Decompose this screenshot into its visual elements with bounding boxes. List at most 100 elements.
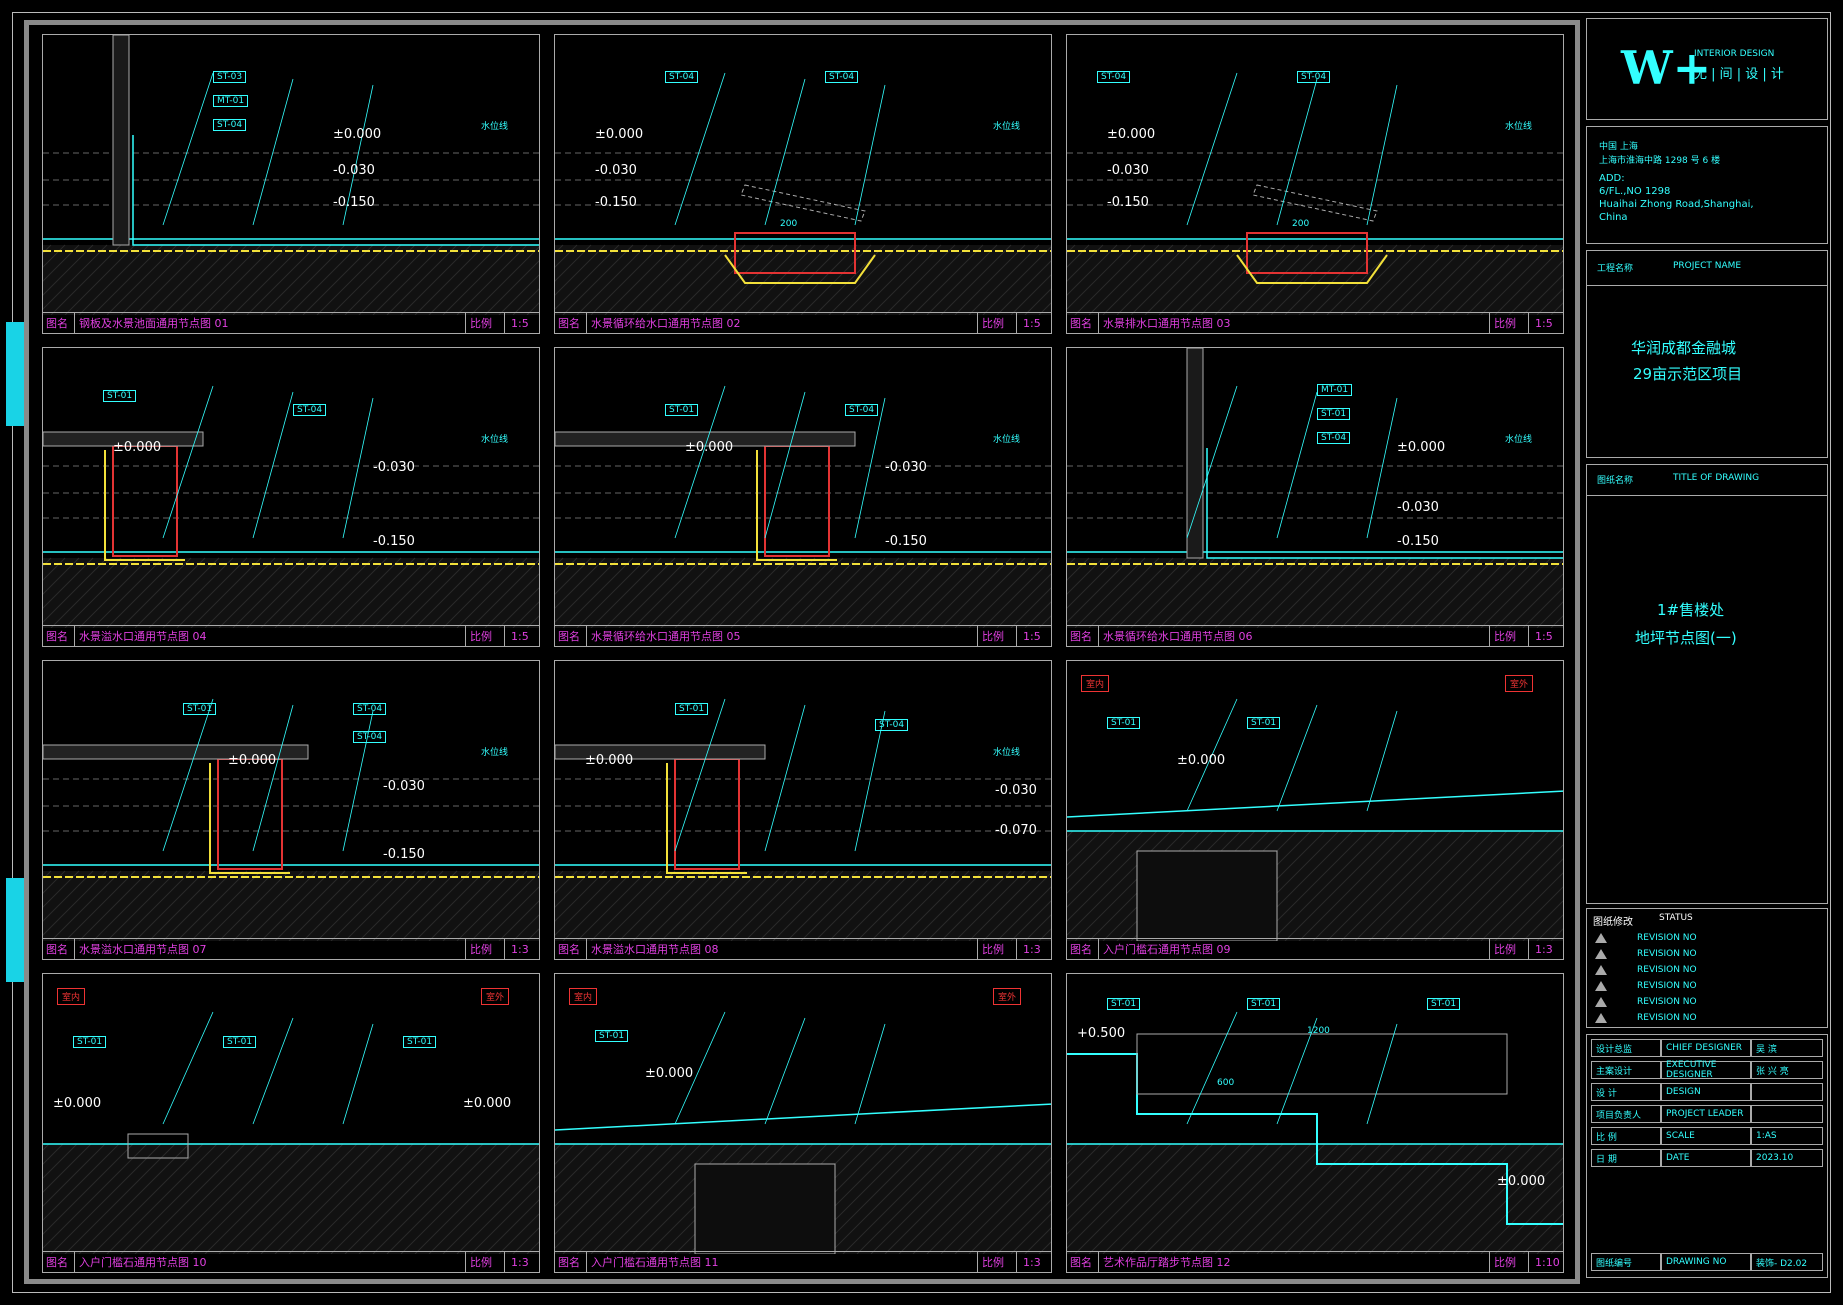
elevation-label: +0.500: [1077, 1026, 1126, 1041]
caption-scale-label: 比例: [465, 626, 504, 646]
caption-scale-label: 比例: [1489, 313, 1528, 333]
caption-tag: 图名: [46, 317, 68, 330]
caption-scale: 1:5: [1528, 313, 1563, 333]
caption-tag: 图名: [1070, 317, 1092, 330]
dimension-label: 600: [1217, 1078, 1235, 1088]
elevation-label: ±0.000: [333, 127, 382, 142]
caption-title: 水景溢水口通用节点图 08: [586, 939, 977, 959]
material-tag: ST-04: [665, 71, 699, 83]
material-tag: MT-01: [213, 95, 249, 107]
water-line-label: 水位线: [481, 122, 509, 132]
drawing-no-label-en: DRAWING NO: [1661, 1253, 1751, 1271]
elevation-label: ±0.000: [463, 1096, 512, 1111]
caption-scale: 1:3: [504, 939, 539, 959]
caption-scale: 1:5: [504, 313, 539, 333]
caption-tag: 图名: [558, 317, 580, 330]
revision-row: REVISION NO: [1595, 931, 1697, 945]
info-value: 1:AS: [1751, 1127, 1823, 1145]
revision-triangle-icon: [1595, 997, 1607, 1007]
info-label-en: SCALE: [1661, 1127, 1751, 1145]
elevation-label: -0.070: [995, 823, 1037, 838]
elevation-label: ±0.000: [685, 440, 734, 455]
info-label-en: CHIEF DESIGNER: [1661, 1039, 1751, 1057]
caption-tag: 图名: [558, 943, 580, 956]
caption-tag: 图名: [1070, 1256, 1092, 1269]
dimension-label: 1200: [1307, 1026, 1330, 1036]
material-tag: ST-04: [825, 71, 859, 83]
company-logo: W+: [1621, 41, 1712, 95]
caption-tag: 图名: [46, 1256, 68, 1269]
material-tag: ST-01: [675, 703, 709, 715]
drawing-title-label-en: TITLE OF DRAWING: [1673, 473, 1760, 483]
caption-scale: 1:5: [1528, 626, 1563, 646]
revision-row: REVISION NO: [1595, 1011, 1697, 1025]
elevation-label: ±0.000: [1397, 440, 1446, 455]
revision-label-cn: 图纸修改: [1593, 917, 1633, 928]
revision-label: REVISION NO: [1637, 981, 1697, 991]
material-tag: ST-04: [353, 731, 387, 743]
elevation-label: -0.030: [595, 163, 637, 178]
info-value: 吴 滨: [1751, 1039, 1823, 1057]
elevation-label: -0.030: [995, 783, 1037, 798]
revision-triangle-icon: [1595, 981, 1607, 991]
drawing-no-value: 装饰- D2.02: [1751, 1253, 1823, 1271]
revision-row: REVISION NO: [1595, 947, 1697, 961]
detail-drawing: [43, 35, 539, 315]
info-label-cn: 项目负责人: [1591, 1105, 1661, 1123]
caption-scale-label: 比例: [977, 1252, 1016, 1272]
detail-drawing: [43, 698, 539, 941]
address-en-line: ADD:: [1599, 173, 1625, 184]
material-tag: ST-01: [103, 390, 137, 402]
detail-drawing: [43, 385, 539, 628]
caption-tag: 图名: [558, 1256, 580, 1269]
outdoor-tag: 室外: [993, 988, 1022, 1005]
caption-title: 入户门槛石通用节点图 10: [74, 1252, 465, 1272]
elevation-label: -0.030: [373, 460, 415, 475]
address-block: 中国 上海 上海市淮海中路 1298 号 6 楼 ADD: 6/FL.,NO 1…: [1586, 126, 1828, 244]
revision-label: REVISION NO: [1637, 997, 1697, 1007]
revision-label: REVISION NO: [1637, 949, 1697, 959]
dimension-label: 200: [780, 219, 798, 229]
material-tag: ST-01: [1247, 717, 1281, 729]
water-line-label: 水位线: [1505, 122, 1533, 132]
address-en-line: China: [1599, 212, 1628, 223]
caption-tag: 图名: [1070, 630, 1092, 643]
drawing-title-line1: 1#售楼处: [1657, 601, 1725, 619]
caption-scale: 1:10: [1528, 1252, 1563, 1272]
info-label-en: DATE: [1661, 1149, 1751, 1167]
caption-title: 艺术作品厅踏步节点图 12: [1098, 1252, 1489, 1272]
revision-row: REVISION NO: [1595, 995, 1697, 1009]
elevation-label: -0.030: [1107, 163, 1149, 178]
caption-title: 水景循环给水口通用节点图 05: [586, 626, 977, 646]
caption-tag: 图名: [46, 630, 68, 643]
company-name-en: INTERIOR DESIGN: [1694, 49, 1775, 59]
caption-scale-label: 比例: [1489, 939, 1528, 959]
caption-scale-label: 比例: [1489, 626, 1528, 646]
company-name-cn: 无 | 间 | 设 | 计: [1694, 67, 1784, 82]
revision-label: REVISION NO: [1637, 933, 1697, 943]
material-tag: ST-01: [403, 1036, 437, 1048]
caption-title: 水景溢水口通用节点图 04: [74, 626, 465, 646]
elevation-label: -0.030: [1397, 500, 1439, 515]
caption-title: 水景循环给水口通用节点图 02: [586, 313, 977, 333]
caption-scale-label: 比例: [977, 939, 1016, 959]
elevation-label: ±0.000: [1107, 127, 1156, 142]
material-tag: ST-04: [1297, 71, 1331, 83]
caption-tag: 图名: [1070, 943, 1092, 956]
drawing-area-border: [24, 20, 1580, 1284]
